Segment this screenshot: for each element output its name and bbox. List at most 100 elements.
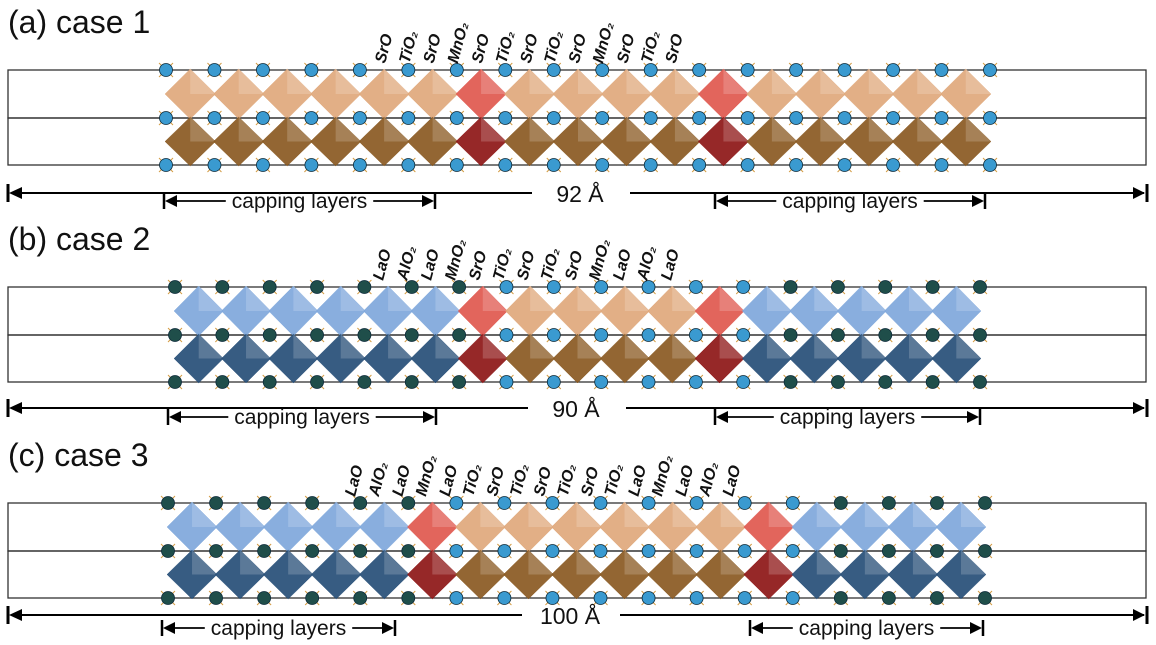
a-site-atom <box>594 280 609 294</box>
layer-label: SrO <box>663 32 687 65</box>
octahedron-highlight <box>626 69 652 94</box>
layer-label: MnO₂ <box>590 20 617 65</box>
a-site-atom <box>978 591 992 605</box>
capping-label: capping layers <box>780 406 915 429</box>
a-site-atom <box>357 375 372 389</box>
a-site-atom <box>401 158 416 172</box>
layer-label: LaO <box>720 463 745 498</box>
layer-label: MnO₂ <box>413 453 440 498</box>
a-site-atom <box>404 375 419 389</box>
cap-arrow-right <box>423 411 435 423</box>
a-site-atom <box>983 63 997 77</box>
octahedra <box>173 285 982 384</box>
octahedron-highlight <box>720 550 746 575</box>
capping-left: capping layers <box>166 406 438 429</box>
a-site-atom <box>783 375 798 389</box>
a-site-atom <box>262 280 277 294</box>
layer-label: MnO₂ <box>586 237 613 282</box>
a-site-atom <box>837 158 852 172</box>
a-site-atom <box>404 328 419 342</box>
a-site-atom <box>878 328 893 342</box>
octahedron <box>268 333 319 384</box>
octahedron <box>503 549 554 600</box>
octahedron-highlight <box>246 286 271 311</box>
octahedron <box>647 333 698 384</box>
octahedron-highlight <box>340 334 366 359</box>
octahedron-highlight <box>530 334 555 359</box>
layer-label: LaO <box>658 247 683 282</box>
octahedron <box>358 116 410 167</box>
octahedron-highlight <box>482 334 508 359</box>
panel-title: (c) case 3 <box>8 437 148 473</box>
layer-label: TiO₂ <box>493 29 518 65</box>
octahedron <box>931 333 982 384</box>
octahedron <box>843 116 895 167</box>
a-site-atom <box>168 280 182 294</box>
octahedron-highlight <box>384 117 410 142</box>
octahedron <box>743 549 795 600</box>
layer-label: SrO <box>484 465 508 498</box>
layer-label: AlO₂ <box>696 460 722 499</box>
capping-label: capping layers <box>234 406 369 429</box>
a-site-atom <box>594 328 609 342</box>
a-site-atom <box>641 328 656 342</box>
layer-label: TiO₂ <box>602 462 627 498</box>
octahedron <box>695 549 747 600</box>
octahedron-highlight <box>192 550 218 575</box>
octahedron-highlight <box>530 286 555 311</box>
a-site-atom <box>831 328 845 342</box>
a-site-atom <box>973 328 987 342</box>
layer-label: SrO <box>469 32 493 65</box>
layer-label: AlO₂ <box>634 244 660 283</box>
a-site-atom <box>983 158 997 172</box>
a-site-atom <box>737 544 752 558</box>
a-site-atom <box>641 496 656 510</box>
capping-label: capping layers <box>782 190 917 213</box>
a-site-atom <box>161 544 175 558</box>
panel-title: (a) case 1 <box>8 4 150 40</box>
a-site-atom <box>831 375 845 389</box>
a-site-atom <box>262 375 277 389</box>
a-site-atom <box>641 375 656 389</box>
octahedron-highlight <box>388 286 413 311</box>
a-site-atom <box>401 111 416 125</box>
layer-label: SrO <box>518 32 542 65</box>
cap-arrow-right <box>970 622 982 634</box>
a-site-atom <box>207 111 222 125</box>
a-site-atom <box>930 591 944 605</box>
a-site-atom <box>736 375 751 389</box>
octahedron <box>166 549 218 600</box>
a-site-atom <box>353 496 368 510</box>
octahedron-highlight <box>965 117 991 142</box>
octahedron <box>891 116 943 167</box>
a-site-atom <box>498 158 513 172</box>
octahedron-highlight <box>868 69 895 94</box>
a-site-atom <box>401 544 416 558</box>
a-site-atom <box>401 591 416 605</box>
a-site-atom <box>643 158 658 172</box>
octahedron-highlight <box>868 117 895 142</box>
octahedron-highlight <box>771 117 798 142</box>
a-site-atom <box>357 328 372 342</box>
octahedron-highlight <box>340 286 366 311</box>
a-site-atom <box>209 496 223 510</box>
octahedron-highlight <box>240 502 266 527</box>
octahedron-highlight <box>190 117 216 142</box>
a-site-atom <box>161 591 175 605</box>
atoms <box>158 62 998 173</box>
a-site-atom <box>401 496 416 510</box>
a-site-atom <box>593 591 608 605</box>
a-site-atom <box>831 280 845 294</box>
a-site-atom <box>925 328 940 342</box>
a-site-atom <box>688 328 703 342</box>
a-site-atom <box>499 328 514 342</box>
octahedron-highlight <box>246 334 271 359</box>
a-site-atom <box>449 544 464 558</box>
octahedron <box>552 333 603 384</box>
a-site-atom <box>168 328 182 342</box>
layer-label: TiO₂ <box>542 29 567 65</box>
a-site-atom <box>452 375 467 389</box>
layer-label: TiO₂ <box>639 29 664 65</box>
